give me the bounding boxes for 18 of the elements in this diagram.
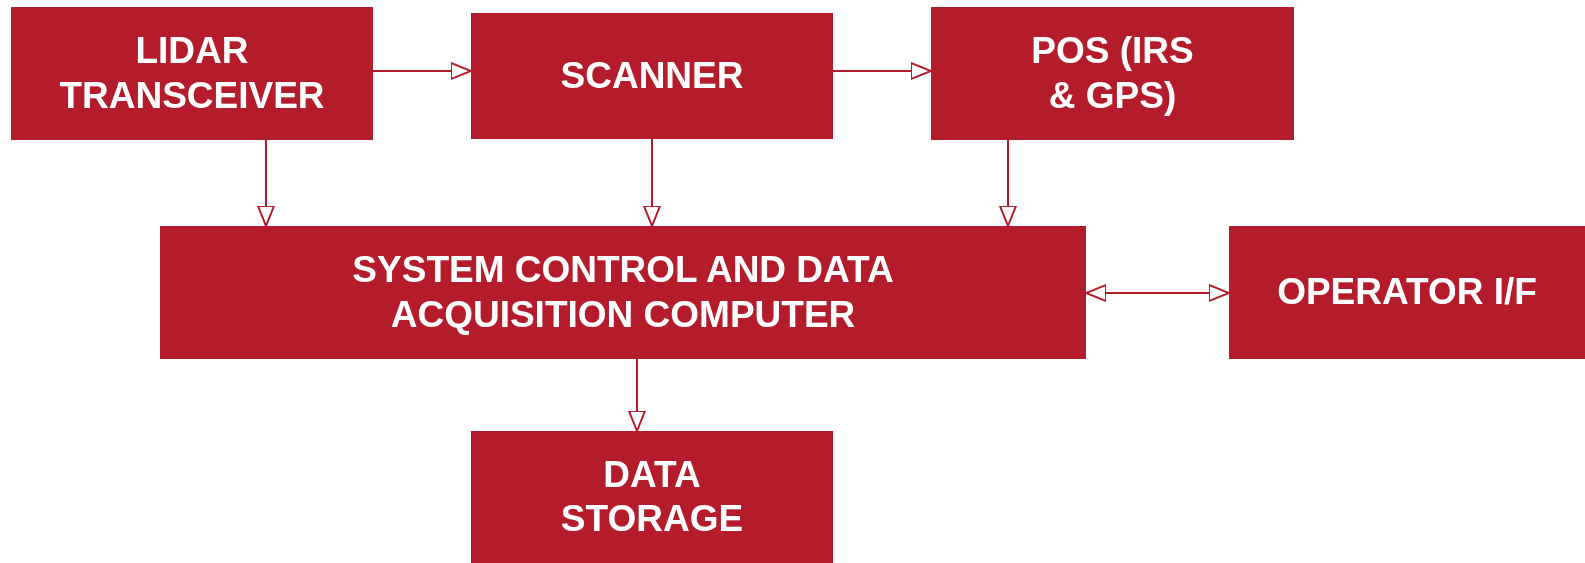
arrow [999,139,1017,227]
process-box [160,226,1086,359]
process-box [931,7,1294,140]
box-label: LIDAR TRANSCEIVER [58,29,326,118]
arrow [628,358,646,432]
box-label: DATA STORAGE [559,452,745,541]
arrow [1085,284,1230,302]
box-label: SCANNER [560,53,744,98]
arrow [257,139,275,227]
process-box [11,7,373,140]
process-box [1229,226,1585,359]
box-label: SYSTEM CONTROL AND DATA ACQUISITION COMPUTER [351,248,895,337]
process-box [471,431,833,563]
process-box [471,13,833,139]
arrow [372,62,472,80]
box-label: OPERATOR I/F [1277,270,1537,315]
arrow [832,62,932,80]
arrow [643,138,661,227]
